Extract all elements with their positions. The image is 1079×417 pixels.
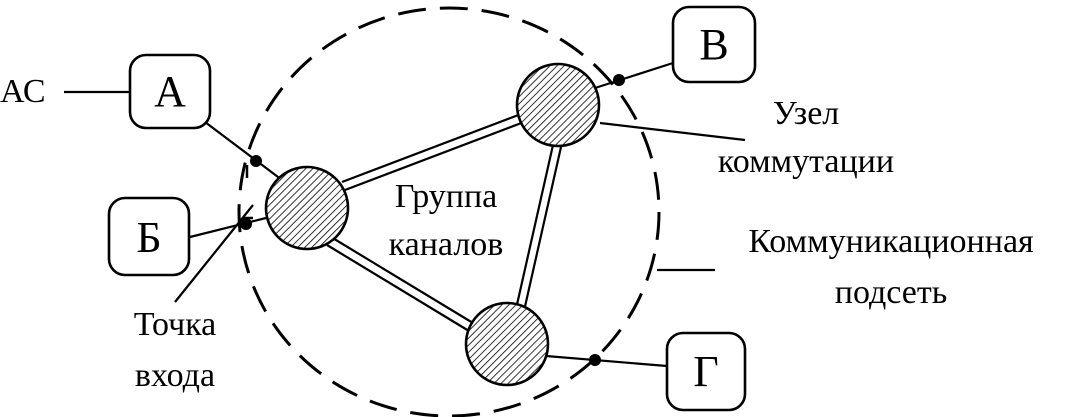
terminal-b: Б xyxy=(107,196,191,277)
terminal-g-label: Г xyxy=(693,347,718,396)
b-to-node-line xyxy=(189,216,267,239)
terminal-v: В xyxy=(671,5,757,84)
terminal-g-box xyxy=(665,331,747,412)
channel-link-left-bottom xyxy=(326,236,474,332)
entry-point-label-line2: входа xyxy=(135,357,215,394)
channel-group-label-line1: Группа xyxy=(395,178,498,215)
node-label-line1: Узел xyxy=(773,95,840,132)
terminal-v-box xyxy=(671,5,757,84)
entry-point-b xyxy=(240,218,252,230)
node-label-line2: коммутации xyxy=(718,143,894,180)
entry-point-v xyxy=(613,74,625,86)
channel-link-top-bottom xyxy=(514,144,563,312)
terminal-g: Г xyxy=(665,331,747,412)
switching-node-left xyxy=(264,165,350,251)
terminal-a-box xyxy=(128,53,212,130)
as-label: АС xyxy=(0,73,46,110)
terminal-b-box xyxy=(107,196,191,277)
terminal-a: А xyxy=(128,53,212,130)
switching-nodes xyxy=(264,62,601,387)
channel-link-left-top xyxy=(341,112,525,192)
v-to-node-line xyxy=(594,61,674,90)
subnet-label-line2: подсеть xyxy=(835,274,947,311)
switching-node-bottom xyxy=(464,301,550,387)
entry-point-label-line1: Точка xyxy=(134,306,217,343)
entry-points xyxy=(240,74,625,366)
entry-point-g xyxy=(589,354,601,366)
terminal-b-label: Б xyxy=(136,213,161,262)
terminal-v-label: В xyxy=(699,20,728,69)
connection-lines xyxy=(64,61,746,368)
entry-point-pointer-line xyxy=(174,204,254,303)
g-to-node-line xyxy=(545,354,668,368)
entry-tick-marks xyxy=(243,165,253,220)
terminal-a-label: А xyxy=(154,67,186,116)
subnet-label-line1: Коммуникационная xyxy=(748,223,1034,260)
node-pointer-line xyxy=(599,121,746,142)
communication-subnet-boundary xyxy=(237,6,661,417)
channel-group-label-line2: каналов xyxy=(389,226,504,263)
a-to-node-line xyxy=(204,121,283,181)
channel-group-links xyxy=(326,112,563,332)
switching-node-top xyxy=(515,62,601,148)
entry-point-a xyxy=(250,155,262,167)
